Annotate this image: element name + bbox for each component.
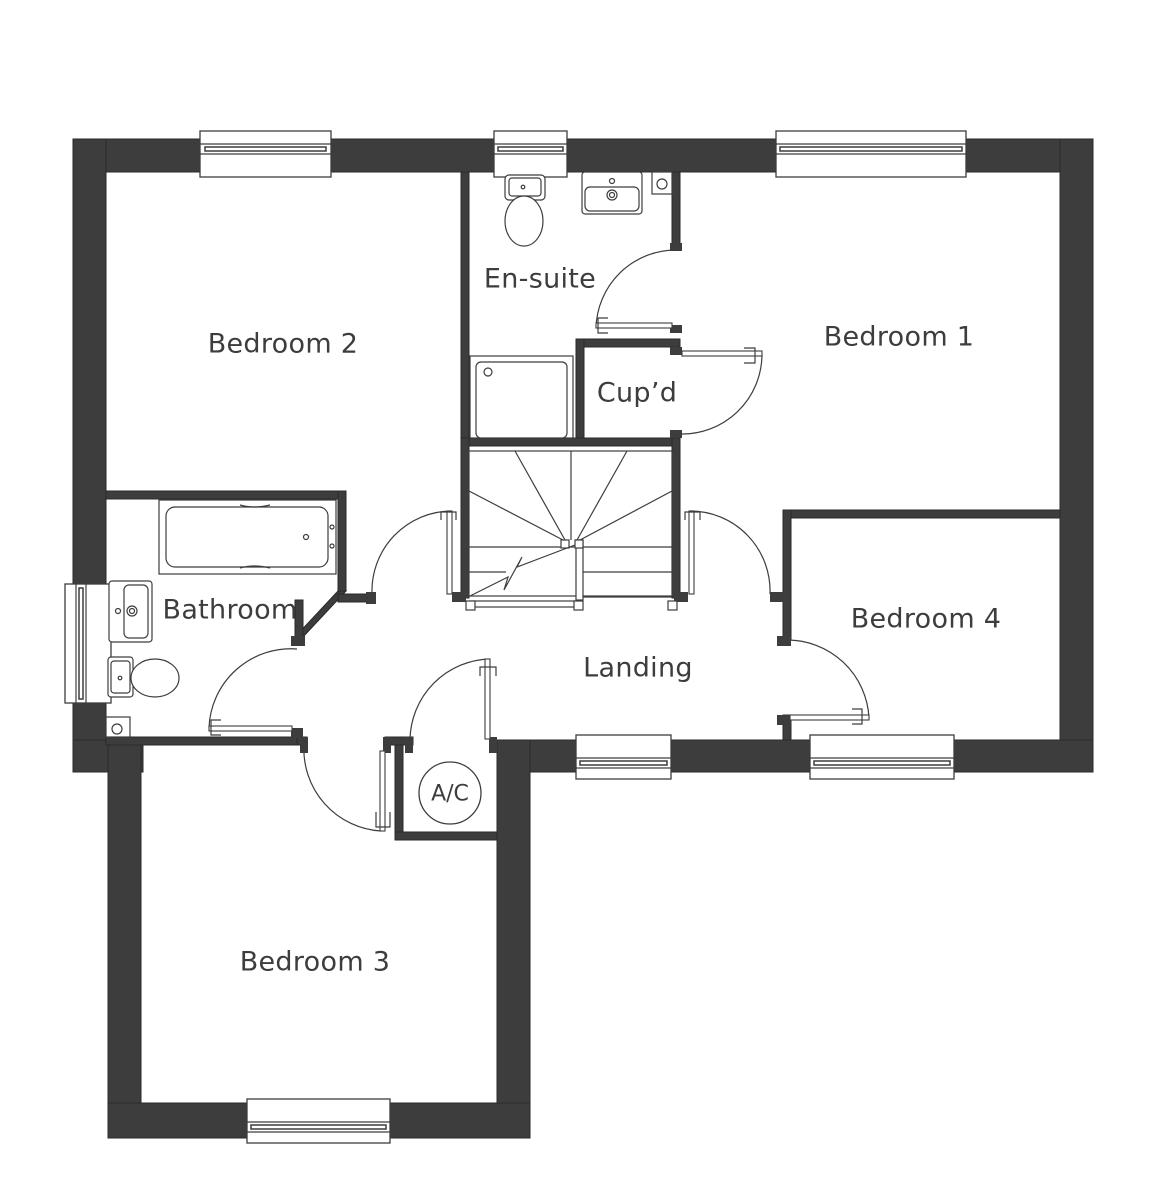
airing-cupboard-label: A/C: [431, 781, 469, 807]
bathroom-toilet-icon: [105, 656, 180, 738]
ensuite-basin-icon: [581, 171, 673, 215]
door-en-suite: [595, 249, 677, 334]
window-landing: [575, 734, 672, 780]
doors: [208, 249, 870, 832]
interior-walls: [105, 171, 1061, 841]
ensuite-toilet-icon: [504, 174, 546, 247]
door-airing-cupboard: [409, 658, 497, 741]
window-bedroom-4: [809, 734, 955, 780]
door-bedroom-2: [371, 510, 457, 595]
room-label-landing: Landing: [583, 652, 693, 684]
room-label-bedroom-4: Bedroom 4: [850, 603, 1002, 635]
door-bedroom-3: [303, 743, 391, 832]
room-label-cupboard: Cup’d: [596, 377, 678, 409]
door-bedroom-4: [785, 639, 870, 725]
windows: [64, 130, 967, 1144]
shower-tray-icon: [469, 355, 574, 439]
door-bedroom-1: [684, 510, 771, 595]
window-bathroom: [64, 583, 112, 704]
room-label-bedroom-2: Bedroom 2: [207, 328, 359, 360]
room-label-bedroom-3: Bedroom 3: [239, 946, 391, 978]
window-bedroom-3: [246, 1098, 391, 1144]
staircase-icon: [465, 450, 678, 611]
airing-cupboard-symbol: [418, 761, 482, 825]
window-en-suite: [493, 130, 568, 178]
door-bathroom: [208, 648, 298, 736]
door-cupboard: [679, 347, 763, 435]
bath-icon: [158, 499, 337, 575]
window-bedroom-2: [199, 130, 332, 178]
room-label-bathroom: Bathroom: [162, 594, 298, 626]
window-bedroom-1: [775, 130, 967, 178]
room-label-bedroom-1: Bedroom 1: [823, 321, 975, 353]
bathroom-basin-icon: [108, 580, 153, 643]
room-label-en-suite: En-suite: [483, 263, 597, 295]
